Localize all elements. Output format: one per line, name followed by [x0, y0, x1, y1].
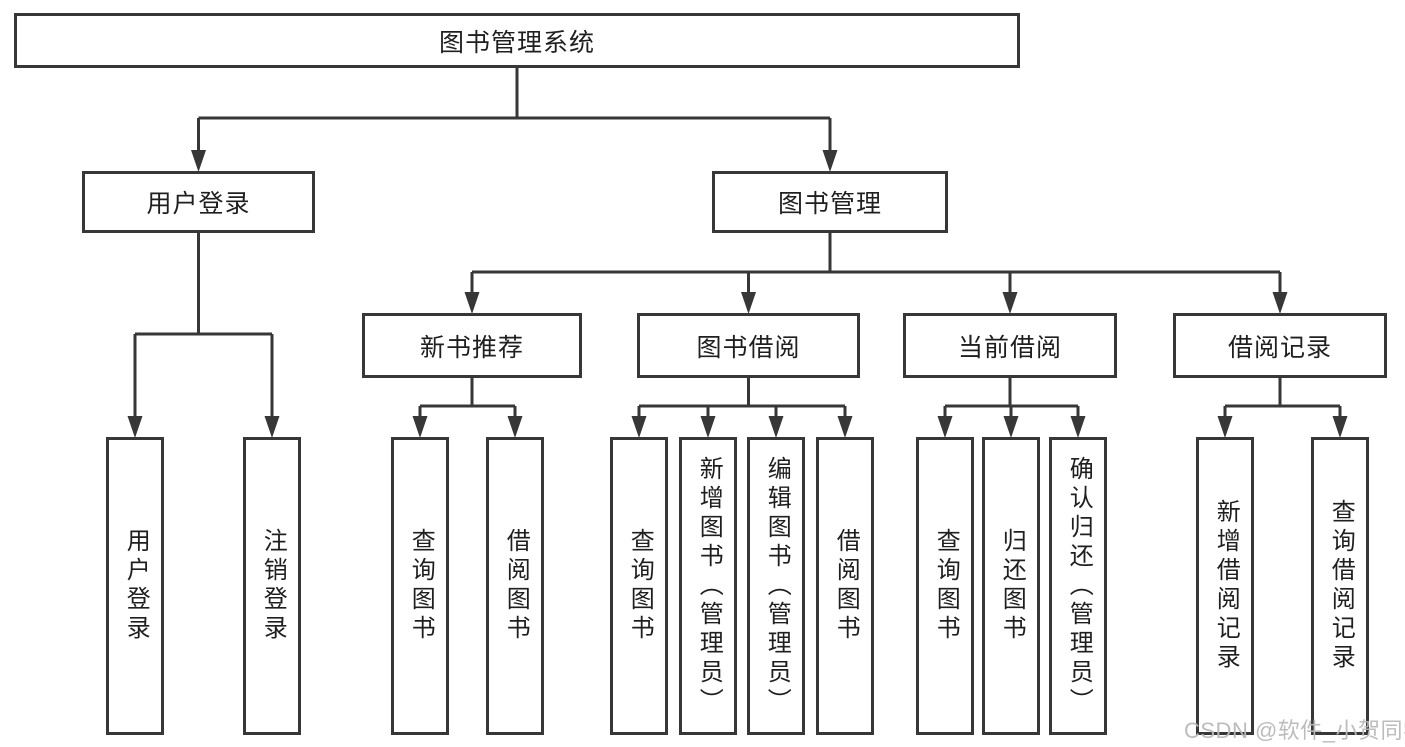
arrowhead-icons — [127, 150, 1348, 438]
node-login-label: 用户登录 — [122, 528, 150, 644]
node-query-borrow-record-label: 查询借阅记录 — [1327, 499, 1355, 673]
node-add-borrow-record: 新增借阅记录 — [1196, 437, 1254, 735]
node-borrow-book-label: 借阅图书 — [502, 528, 530, 644]
node-borrow-book: 借阅图书 — [816, 437, 874, 735]
node-query-book-label: 查询图书 — [407, 528, 435, 644]
node-borrow-records: 借阅记录 — [1173, 313, 1387, 378]
node-edit-book-admin-label: 编辑图书（管理员） — [763, 455, 791, 717]
node-edit-book-admin: 编辑图书（管理员） — [747, 437, 805, 735]
node-return-book: 归还图书 — [982, 437, 1040, 735]
node-add-book-admin-label: 新增图书（管理员） — [695, 455, 723, 717]
node-query-book: 查询图书 — [916, 437, 974, 735]
node-logout: 注销登录 — [243, 437, 301, 735]
node-book-management: 图书管理 — [712, 171, 948, 233]
node-borrow-book-label: 借阅图书 — [832, 528, 860, 644]
node-book-borrow-label: 图书借阅 — [696, 333, 801, 362]
node-login: 用户登录 — [106, 437, 164, 735]
node-new-book-recommend-label: 新书推荐 — [419, 333, 524, 362]
node-root-label: 图书管理系统 — [438, 28, 595, 57]
node-root: 图书管理系统 — [14, 13, 1020, 68]
node-borrow-book: 借阅图书 — [486, 437, 544, 735]
node-current-borrow: 当前借阅 — [903, 313, 1117, 378]
node-current-borrow-label: 当前借阅 — [957, 333, 1062, 362]
node-book-borrow: 图书借阅 — [637, 313, 860, 378]
node-query-book: 查询图书 — [610, 437, 668, 735]
node-user-login-label: 用户登录 — [146, 190, 251, 218]
node-user-login: 用户登录 — [82, 171, 315, 233]
node-new-book-recommend: 新书推荐 — [362, 313, 582, 378]
node-add-book-admin: 新增图书（管理员） — [679, 437, 737, 735]
node-query-book-label: 查询图书 — [932, 528, 960, 644]
node-confirm-return-admin: 确认归还（管理员） — [1049, 437, 1107, 735]
node-logout-label: 注销登录 — [259, 528, 287, 644]
node-confirm-return-admin-label: 确认归还（管理员） — [1065, 455, 1093, 717]
node-borrow-records-label: 借阅记录 — [1227, 333, 1332, 362]
csdn-watermark: CSDN @软件_小贺同学 — [1184, 718, 1405, 743]
node-query-borrow-record: 查询借阅记录 — [1311, 437, 1369, 735]
node-query-book: 查询图书 — [391, 437, 449, 735]
node-return-book-label: 归还图书 — [998, 528, 1026, 644]
node-book-management-label: 图书管理 — [777, 190, 882, 218]
node-add-borrow-record-label: 新增借阅记录 — [1212, 499, 1240, 673]
node-query-book-label: 查询图书 — [626, 528, 654, 644]
